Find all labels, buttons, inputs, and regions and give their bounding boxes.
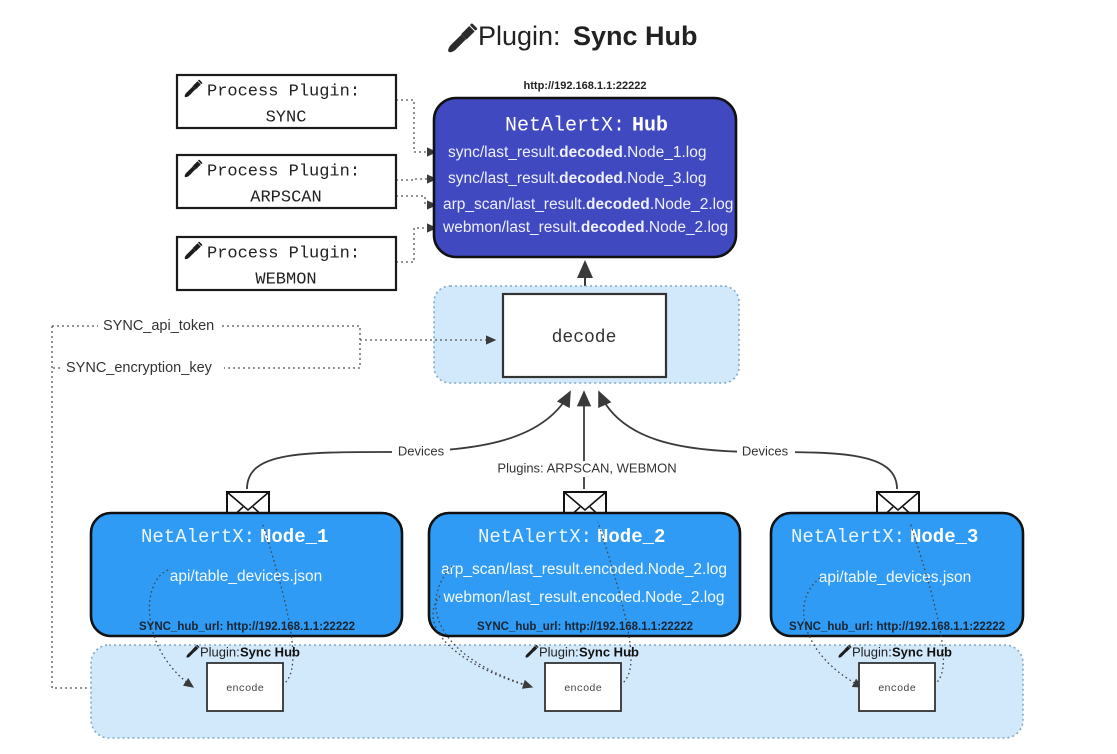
- node-line: api/table_devices.json: [170, 568, 323, 585]
- plug-icon: [184, 241, 203, 260]
- hub-log-3: webmon/last_result.decoded.Node_2.log: [442, 219, 728, 236]
- encode-plugin-name: Sync Hub: [579, 644, 639, 659]
- node-title-prefix: NetAlertX:: [791, 526, 905, 548]
- node-hub-url: SYNC_hub_url: http://192.168.1.1:22222: [477, 621, 693, 633]
- edge-label-devices-right: Devices: [742, 443, 789, 458]
- decode-box[interactable]: decode: [501, 292, 668, 379]
- encode-plugin-prefix: Plugin:: [852, 644, 892, 659]
- encode-group-2[interactable]: Plugin: Sync Hub encode: [525, 644, 639, 712]
- encode-label: encode: [226, 683, 264, 695]
- plug-icon: [838, 644, 852, 658]
- process-plugin-label: Process Plugin:: [207, 162, 360, 181]
- process-plugin-box-sync[interactable]: Process Plugin: SYNC: [175, 73, 398, 130]
- node-hub-url: SYNC_hub_url: http://192.168.1.1:22222: [789, 621, 1005, 633]
- node-box-node-1[interactable]: NetAlertX: Node_1 api/table_devices.json…: [89, 511, 404, 638]
- sync-encryption-key-label: SYNC_encryption_key: [66, 360, 213, 376]
- process-plugin-name: WEBMON: [255, 270, 316, 289]
- node-title-prefix: NetAlertX:: [478, 526, 592, 548]
- node-title-prefix: NetAlertX:: [141, 526, 255, 548]
- hub-url: http://192.168.1.1:22222: [524, 80, 647, 92]
- decode-band: decode: [433, 285, 740, 384]
- encode-label: encode: [564, 683, 602, 695]
- hub-log-0: sync/last_result.decoded.Node_1.log: [448, 144, 706, 161]
- plug-icon: [184, 159, 203, 178]
- process-plugin-box-webmon[interactable]: Process Plugin: WEBMON: [175, 235, 398, 292]
- node-title-name: Node_2: [597, 526, 665, 548]
- plug-icon: [525, 644, 539, 658]
- hub-log-1: sync/last_result.decoded.Node_3.log: [448, 170, 706, 187]
- hub-log-2: arp_scan/last_result.decoded.Node_2.log: [443, 196, 733, 213]
- plug-icon: [186, 644, 200, 658]
- process-plugin-name: SYNC: [266, 108, 307, 127]
- edge-label-devices-left: Devices: [398, 443, 445, 458]
- encode-plugin-prefix: Plugin:: [539, 644, 579, 659]
- page-title: Plugin: Sync Hub: [448, 21, 698, 53]
- encode-plugin-prefix: Plugin:: [200, 644, 240, 659]
- node-title-name: Node_3: [910, 526, 978, 548]
- node-title-name: Node_1: [260, 526, 328, 548]
- edge-labels: Devices Devices Plugins: ARPSCAN, WEBMON: [392, 443, 795, 477]
- encode-plugin-name: Sync Hub: [892, 644, 952, 659]
- encode-group-1[interactable]: Plugin: Sync Hub encode: [186, 644, 300, 712]
- process-plugin-box-arpscan[interactable]: Process Plugin: ARPSCAN: [175, 153, 398, 210]
- page-title-prefix: Plugin:: [478, 21, 561, 51]
- encode-plugin-name: Sync Hub: [240, 644, 300, 659]
- encode-flow-connectors: [148, 521, 944, 689]
- node-hub-url: SYNC_hub_url: http://192.168.1.1:22222: [139, 621, 355, 633]
- settings-labels: SYNC_api_token SYNC_encryption_key: [62, 318, 224, 376]
- node-box-node-3[interactable]: NetAlertX: Node_3 api/table_devices.json…: [769, 511, 1025, 638]
- decode-label: decode: [552, 328, 617, 348]
- process-plugin-name: ARPSCAN: [250, 188, 321, 207]
- sync-api-token-label: SYNC_api_token: [103, 318, 214, 334]
- edge-label-plugins: Plugins: ARPSCAN, WEBMON: [497, 460, 676, 475]
- process-plugin-label: Process Plugin:: [207, 82, 360, 101]
- hub-title-name: Hub: [632, 114, 668, 137]
- hub-box[interactable]: NetAlertX: Hub sync/last_result.decoded.…: [432, 96, 738, 259]
- plugin-to-hub-connectors: [396, 99, 438, 263]
- process-plugin-label: Process Plugin:: [207, 244, 360, 263]
- plug-icon: [448, 23, 478, 53]
- node-line: arp_scan/last_result.encoded.Node_2.log: [441, 561, 727, 578]
- encode-label: encode: [878, 683, 916, 695]
- page-title-name: Sync Hub: [573, 21, 698, 51]
- node-line: api/table_devices.json: [819, 569, 972, 586]
- hub-title-prefix: NetAlertX:: [505, 114, 625, 137]
- encode-group-3[interactable]: Plugin: Sync Hub encode: [838, 644, 952, 712]
- plug-icon: [184, 79, 203, 98]
- node-line: webmon/last_result.encoded.Node_2.log: [443, 589, 725, 606]
- node-box-node-2[interactable]: NetAlertX: Node_2 arp_scan/last_result.e…: [427, 511, 742, 638]
